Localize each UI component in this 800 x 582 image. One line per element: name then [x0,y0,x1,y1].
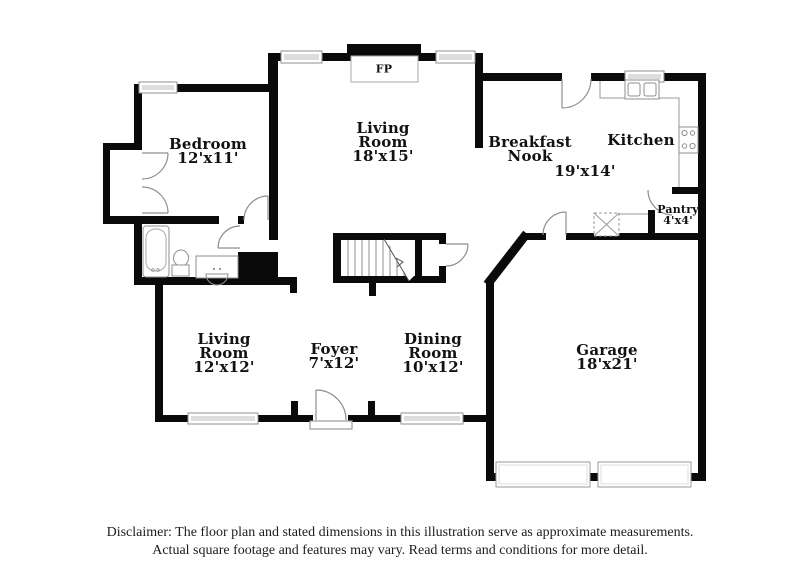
dining-window [400,412,464,425]
room-dims-breakfast-nook: 19'x14' [554,162,616,180]
disclaimer-line-2: Actual square footage and features may v… [152,543,648,558]
room-name: Room [358,133,408,151]
room-name: Living [197,330,251,348]
room-name: Kitchen [607,131,675,149]
toilet-icon [171,249,190,277]
room-name: Foyer [310,340,358,358]
bedroom-closet-double-doors [141,152,169,214]
room-label-foyer: Foyer 7'x12' [308,340,360,372]
room-dims: 12'x12' [193,358,255,376]
room-label-garage: Garage 18'x21' [576,341,638,373]
fireplace-text: FP [375,62,393,76]
staircase [347,238,414,282]
room-name: Living [356,119,410,137]
room-label-breakfast-nook: Breakfast Nook [488,133,572,165]
garage-entry-door [542,211,567,236]
room-name: Bedroom [169,135,247,153]
garage-door-right [597,461,692,488]
lower-living-window [187,412,259,425]
bedroom-door [243,195,269,221]
room-name: Pantry [657,203,699,216]
room-label-living-room-upper: Living Room 18'x15' [352,119,414,165]
room-dims: 7'x12' [308,354,360,372]
garage-angled-wall [483,230,531,288]
room-dims: 4'x4' [663,214,693,227]
back-door [561,78,592,109]
front-door [309,389,353,430]
stair-closet-door [445,243,469,267]
room-label-pantry: Pantry 4'x4' [657,204,699,226]
kitchen-sink-icon [624,79,660,100]
room-name: Dining [404,330,462,348]
bathroom-door [217,225,241,249]
disclaimer-line-1: Disclaimer: The floor plan and stated di… [106,525,694,540]
sink-vanity-icon [195,255,239,286]
bathtub-icon [142,225,170,278]
room-label-kitchen: Kitchen [607,131,675,149]
room-name: Garage [576,341,638,359]
fireplace [350,55,419,83]
room-label-living-room-lower: Living Room 12'x12' [193,330,255,376]
room-dims: 19'x14' [554,162,616,180]
door-openings [313,72,591,423]
room-name: Room [199,344,249,362]
fireplace-label: FP [376,64,392,75]
stove-icon [678,126,699,154]
garage-door-left [495,461,591,488]
room-dims: 18'x21' [576,355,638,373]
room-dims: 18'x15' [352,147,414,165]
room-dims: 10'x12' [402,358,464,376]
living-room-window-left [280,50,323,64]
room-name: Nook [507,147,553,165]
room-name: Room [408,344,458,362]
appliance-box-icon [593,212,620,237]
room-name: Breakfast [488,133,572,151]
room-label-bedroom: Bedroom 12'x11' [169,135,247,167]
doors [141,78,673,430]
bedroom-window [138,81,178,94]
room-label-dining-room: Dining Room 10'x12' [402,330,464,376]
living-room-window-right [435,50,476,64]
windows [138,50,665,425]
pantry-door [647,189,673,216]
room-dims: 12'x11' [177,149,239,167]
